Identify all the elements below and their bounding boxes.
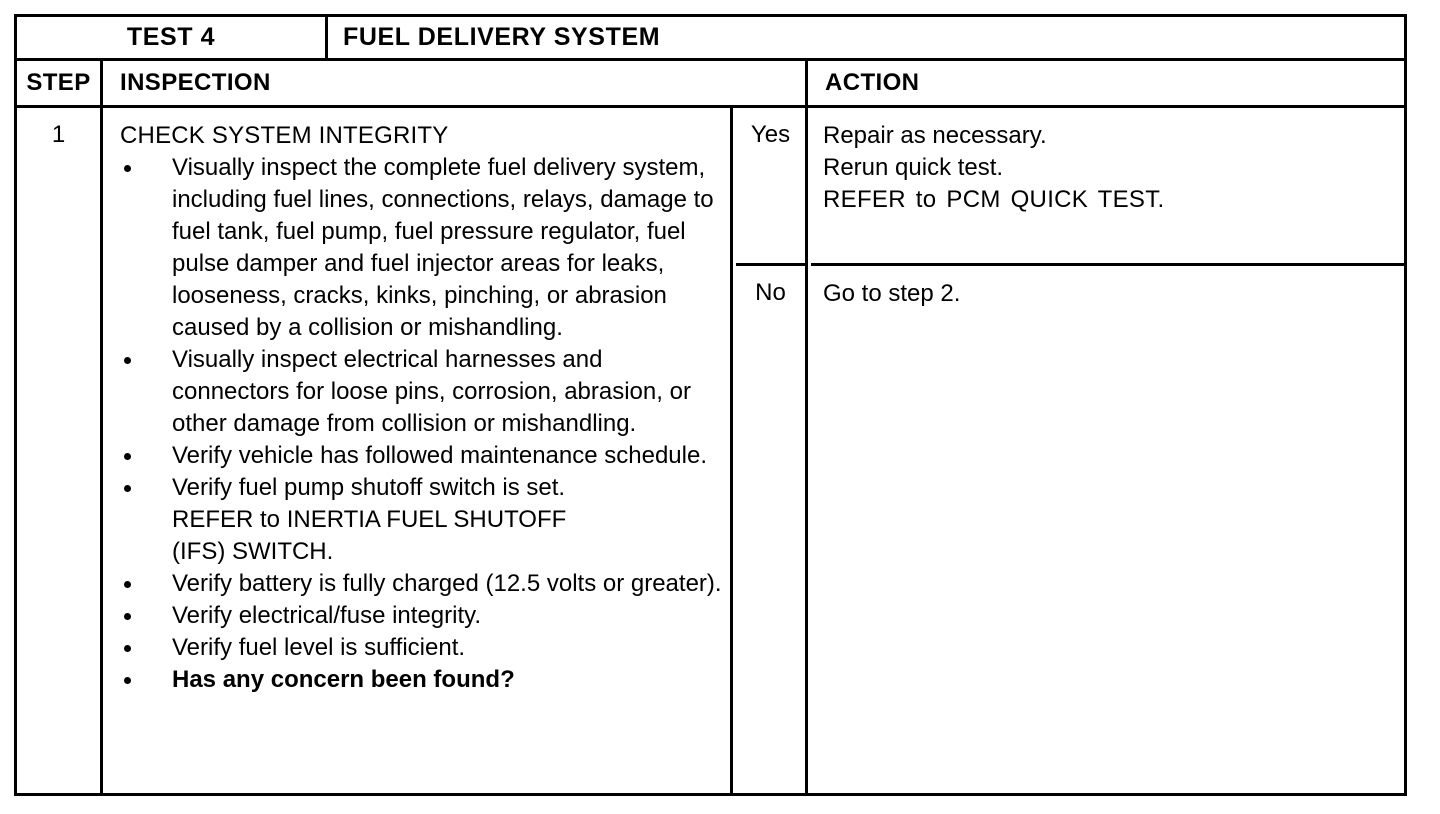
bullet-icon	[124, 453, 131, 460]
action-line: Go to step 2.	[823, 280, 961, 307]
inspection-bullet-item: Visually inspect the complete fuel deliv…	[120, 152, 724, 344]
inspection-bullet-list: Visually inspect the complete fuel deliv…	[120, 152, 724, 696]
inspection-heading: CHECK SYSTEM INTEGRITY	[120, 122, 449, 149]
inspection-bullet-item: Verify vehicle has followed maintenance …	[120, 440, 724, 472]
bullet-text: Verify electrical/fuse integrity.	[172, 602, 482, 629]
step-number-value: 1	[51, 121, 66, 148]
table-title-row: TEST 4 FUEL DELIVERY SYSTEM	[17, 17, 1404, 61]
bullet-icon	[124, 677, 131, 684]
bullet-text: Visually inspect electrical harnesses an…	[172, 346, 691, 437]
inspection-cell: CHECK SYSTEM INTEGRITY Visually inspect …	[106, 108, 733, 793]
bullet-icon	[124, 581, 131, 588]
bullet-text: Verify fuel pump shutoff switch is set.	[172, 474, 566, 501]
bullet-icon	[124, 165, 131, 172]
bullet-icon	[124, 485, 131, 492]
action-line: REFER to PCM QUICK TEST.	[823, 186, 1165, 213]
bullet-text: Visually inspect the complete fuel deliv…	[172, 154, 714, 341]
test-name-cell: FUEL DELIVERY SYSTEM	[331, 17, 1404, 58]
bullet-icon	[124, 613, 131, 620]
diagnostic-test-table: TEST 4 FUEL DELIVERY SYSTEM STEP INSPECT…	[14, 14, 1407, 796]
table-body-row: 1 CHECK SYSTEM INTEGRITY Visually inspec…	[17, 108, 1404, 793]
inspection-bullet-item: Has any concern been found?	[120, 664, 724, 696]
test-number-label: TEST 4	[126, 23, 216, 51]
step-header-label: STEP	[26, 69, 91, 96]
answer-label-no: No	[755, 279, 786, 306]
column-header-action: ACTION	[811, 61, 1404, 105]
answer-column: Yes No	[736, 108, 808, 793]
bullet-text: Verify vehicle has followed maintenance …	[172, 442, 707, 469]
answer-cell-yes: Yes	[736, 108, 805, 266]
bullet-subline: REFER to INERTIA FUEL SHUTOFF	[172, 506, 567, 533]
action-column: Repair as necessary. Rerun quick test. REF…	[811, 108, 1404, 793]
bullet-icon	[124, 357, 131, 364]
answer-label-yes: Yes	[750, 121, 791, 148]
inspection-bullet-item: Verify fuel pump shutoff switch is set. R…	[120, 472, 724, 568]
bullet-subline: (IFS) SWITCH.	[172, 538, 334, 565]
bullet-text: Verify fuel level is sufficient.	[172, 634, 466, 661]
inspection-header-label: INSPECTION	[120, 69, 271, 96]
answer-cell-no: No	[736, 266, 805, 793]
action-line: Rerun quick test.	[823, 154, 1004, 181]
test-number-cell: TEST 4	[17, 17, 328, 58]
action-text-no: Go to step 2.	[811, 266, 1404, 310]
action-cell-no: Go to step 2.	[811, 266, 1404, 793]
bullet-text: Has any concern been found?	[172, 666, 515, 693]
column-header-step: STEP	[17, 61, 103, 105]
action-cell-yes: Repair as necessary. Rerun quick test. REF…	[811, 108, 1404, 266]
bullet-icon	[124, 645, 131, 652]
step-number-cell: 1	[17, 108, 103, 793]
test-name-label: FUEL DELIVERY SYSTEM	[343, 23, 661, 51]
inspection-bullet-item: Verify battery is fully charged (12.5 vo…	[120, 568, 724, 600]
action-header-label: ACTION	[825, 69, 920, 96]
inspection-bullet-item: Verify electrical/fuse integrity.	[120, 600, 724, 632]
inspection-bullet-item: Verify fuel level is sufficient.	[120, 632, 724, 664]
inspection-bullet-item: Visually inspect electrical harnesses an…	[120, 344, 724, 440]
action-text-yes: Repair as necessary. Rerun quick test. REF…	[811, 108, 1404, 216]
table-header-row: STEP INSPECTION ACTION	[17, 61, 1404, 108]
column-header-inspection: INSPECTION	[106, 61, 808, 105]
action-line: Repair as necessary.	[823, 122, 1047, 149]
bullet-text: Verify battery is fully charged (12.5 vo…	[172, 570, 722, 597]
